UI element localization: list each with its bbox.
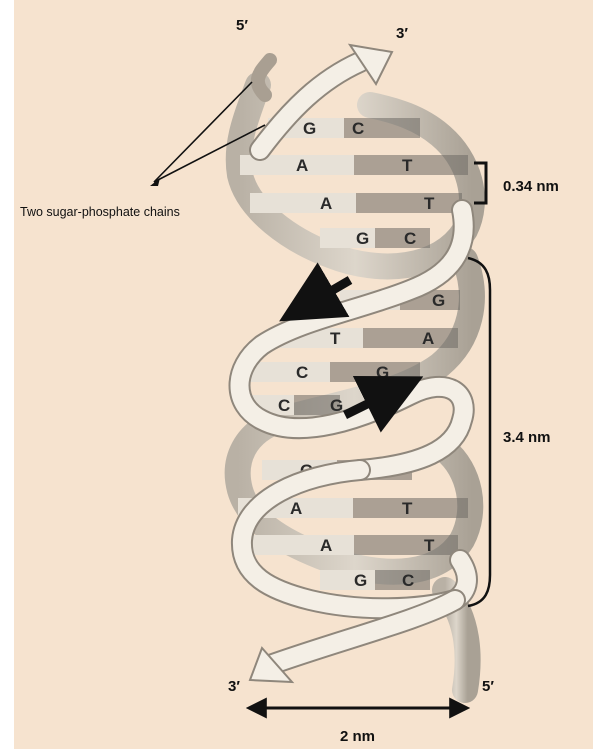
base-left-letter: A — [296, 156, 308, 175]
rung-left-half — [250, 193, 356, 213]
label-top-3prime: 3′ — [396, 25, 408, 42]
label-rise: 0.34 nm — [503, 178, 559, 195]
label-top-5prime: 5′ — [236, 17, 248, 34]
label-pitch: 3.4 nm — [503, 429, 551, 446]
base-left-letter: A — [320, 536, 332, 555]
base-left-letter: G — [354, 571, 367, 590]
base-left-letter: C — [278, 396, 290, 415]
base-right-letter: G — [376, 363, 389, 382]
base-right-letter: C — [352, 119, 364, 138]
base-right-letter: C — [404, 229, 416, 248]
rung-right-half — [354, 535, 458, 555]
base-left-letter: G — [356, 229, 369, 248]
base-left-letter: C — [296, 363, 308, 382]
base-left-letter: A — [290, 499, 302, 518]
label-bottom-5prime: 5′ — [482, 678, 494, 695]
rung-right-half — [330, 362, 420, 382]
label-width: 2 nm — [340, 728, 375, 745]
rung-left-half — [250, 535, 354, 555]
base-right-letter: C — [402, 571, 414, 590]
base-right-letter: G — [432, 291, 445, 310]
base-right-letter: T — [424, 194, 435, 213]
base-left-letter: G — [303, 119, 316, 138]
rung-right-half — [375, 228, 430, 248]
base-right-letter: T — [402, 499, 413, 518]
base-left-letter: T — [330, 329, 341, 348]
label-bottom-3prime: 3′ — [228, 678, 240, 695]
rung-right-half — [363, 328, 458, 348]
base-right-letter: T — [424, 536, 435, 555]
base-right-letter: A — [422, 329, 434, 348]
base-right-letter: T — [402, 156, 413, 175]
base-left-letter: A — [320, 194, 332, 213]
label-sugar-phosphate: Two sugar-phosphate chains — [20, 205, 180, 219]
rung-right-half — [356, 193, 462, 213]
